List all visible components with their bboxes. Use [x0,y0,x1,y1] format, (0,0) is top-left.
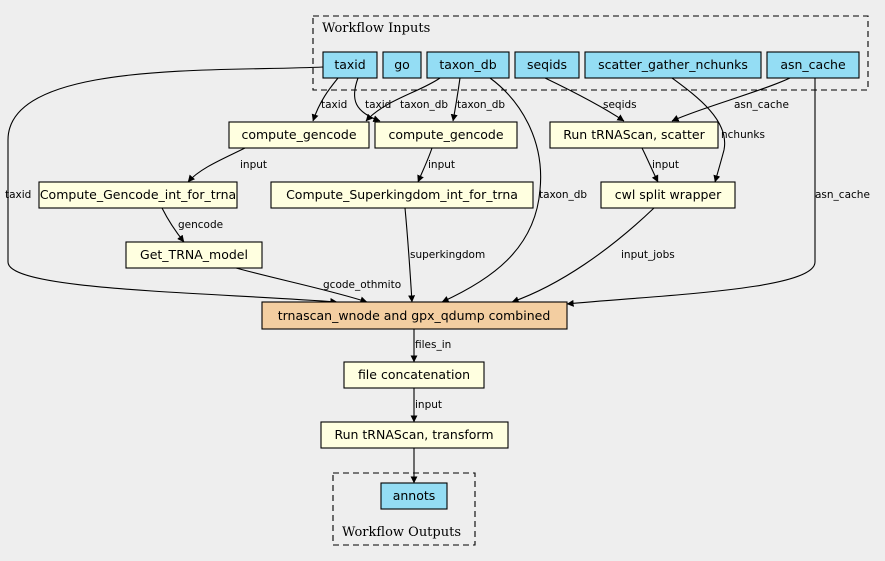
edge-asn-cache-scatter [671,77,791,122]
edge-label: input [652,159,679,171]
edge-nchunks-split [671,77,726,183]
edge-label: taxon_db [539,189,587,201]
node-label: taxon_db [439,57,496,72]
node-label: trnascan_wnode and gpx_qdump combined [278,308,551,323]
edge-label: input [240,159,267,171]
edge-gencode2-superkingdom [417,147,433,183]
edge-taxon-db-gencode2 [450,77,461,122]
edge-label: superkingdom [410,249,485,261]
step-node-compute-gencode-2[interactable]: compute_gencode [374,121,518,149]
step-node-run-trnascan-scatter[interactable]: Run tRNAScan, scatter [549,121,719,149]
edge-labels: taxid taxid taxon_db taxon_db seqids asn… [5,99,870,411]
node-label: asn_cache [780,57,846,72]
node-label: compute_gencode [388,127,503,142]
edge-label: taxid [365,99,391,111]
step-node-compute-gencode-1[interactable]: compute_gencode [228,121,370,149]
node-label: Run tRNAScan, scatter [563,127,705,142]
edge-asn-cache-combined [566,78,816,307]
edge-seqids-scatter [544,77,625,122]
edge-label: nchunks [721,129,765,141]
input-node-seqids[interactable]: seqids [514,51,580,79]
edge-taxon-db-combined [441,77,542,303]
node-label: Run tRNAScan, transform [334,427,493,442]
step-node-run-trnascan-transform[interactable]: Run tRNAScan, transform [320,421,509,449]
edge-label: taxid [5,189,31,201]
edge-gencode1-int [187,147,246,183]
node-label: file concatenation [358,367,470,382]
edge-superkingdom-combined [404,207,416,303]
edge-label: input_jobs [621,249,675,261]
edge-scatter-split [641,147,659,183]
edge-taxid-gencode1 [311,77,339,122]
edge-label: gencode [178,219,223,231]
node-label: Get_TRNA_model [140,247,248,262]
input-node-go[interactable]: go [382,51,422,79]
step-node-compute-superkingdom-int[interactable]: Compute_Superkingdom_int_for_trna [270,181,534,209]
input-node-scatter-gather-nchunks[interactable]: scatter_gather_nchunks [584,51,762,79]
output-node-annots[interactable]: annots [380,482,448,510]
edge-label: taxon_db [400,99,448,111]
edge-label: taxon_db [457,99,505,111]
workflow-inputs-cluster: Workflow Inputs [312,15,869,91]
node-label: go [394,57,410,72]
edge-label: asn_cache [734,99,789,111]
edge-label: taxid [321,99,347,111]
node-label: compute_gencode [241,127,356,142]
workflow-inputs-title: Workflow Inputs [322,21,430,36]
edge-taxon-db-gencode1 [365,77,441,122]
edge-label: asn_cache [815,189,870,201]
edge-gencode-model [161,207,185,243]
node-label: taxid [334,57,365,72]
step-node-compute-gencode-int[interactable]: Compute_Gencode_int_for_trna [38,181,238,209]
edge-taxid-gencode2 [353,77,381,123]
node-label: annots [393,488,436,503]
node-label: seqids [527,57,567,72]
node-label: scatter_gather_nchunks [598,57,748,72]
node-label: Compute_Gencode_int_for_trna [40,187,236,202]
edge-label: gcode_othmito [323,279,401,291]
step-node-get-trna-model[interactable]: Get_TRNA_model [125,241,263,269]
node-label: cwl split wrapper [615,187,722,202]
workflow-outputs-title: Workflow Outputs [342,525,461,540]
edge-label: seqids [603,99,637,111]
edge-label: files_in [415,339,451,351]
input-node-asn-cache[interactable]: asn_cache [766,51,860,79]
edge-model-combined [235,267,368,304]
edge-split-combined [511,207,655,304]
step-node-cwl-split-wrapper[interactable]: cwl split wrapper [600,181,736,209]
workflow-outputs-cluster: Workflow Outputs [332,472,476,546]
edge-taxid-combined [7,66,338,306]
edge-label: input [415,399,442,411]
input-node-taxon-db[interactable]: taxon_db [426,51,510,79]
edge-label: input [428,159,455,171]
edges [7,66,816,484]
step-node-trnascan-combined[interactable]: trnascan_wnode and gpx_qdump combined [261,301,568,330]
node-label: Compute_Superkingdom_int_for_trna [286,187,518,202]
input-node-taxid[interactable]: taxid [322,51,378,79]
step-node-file-concatenation[interactable]: file concatenation [343,361,485,389]
